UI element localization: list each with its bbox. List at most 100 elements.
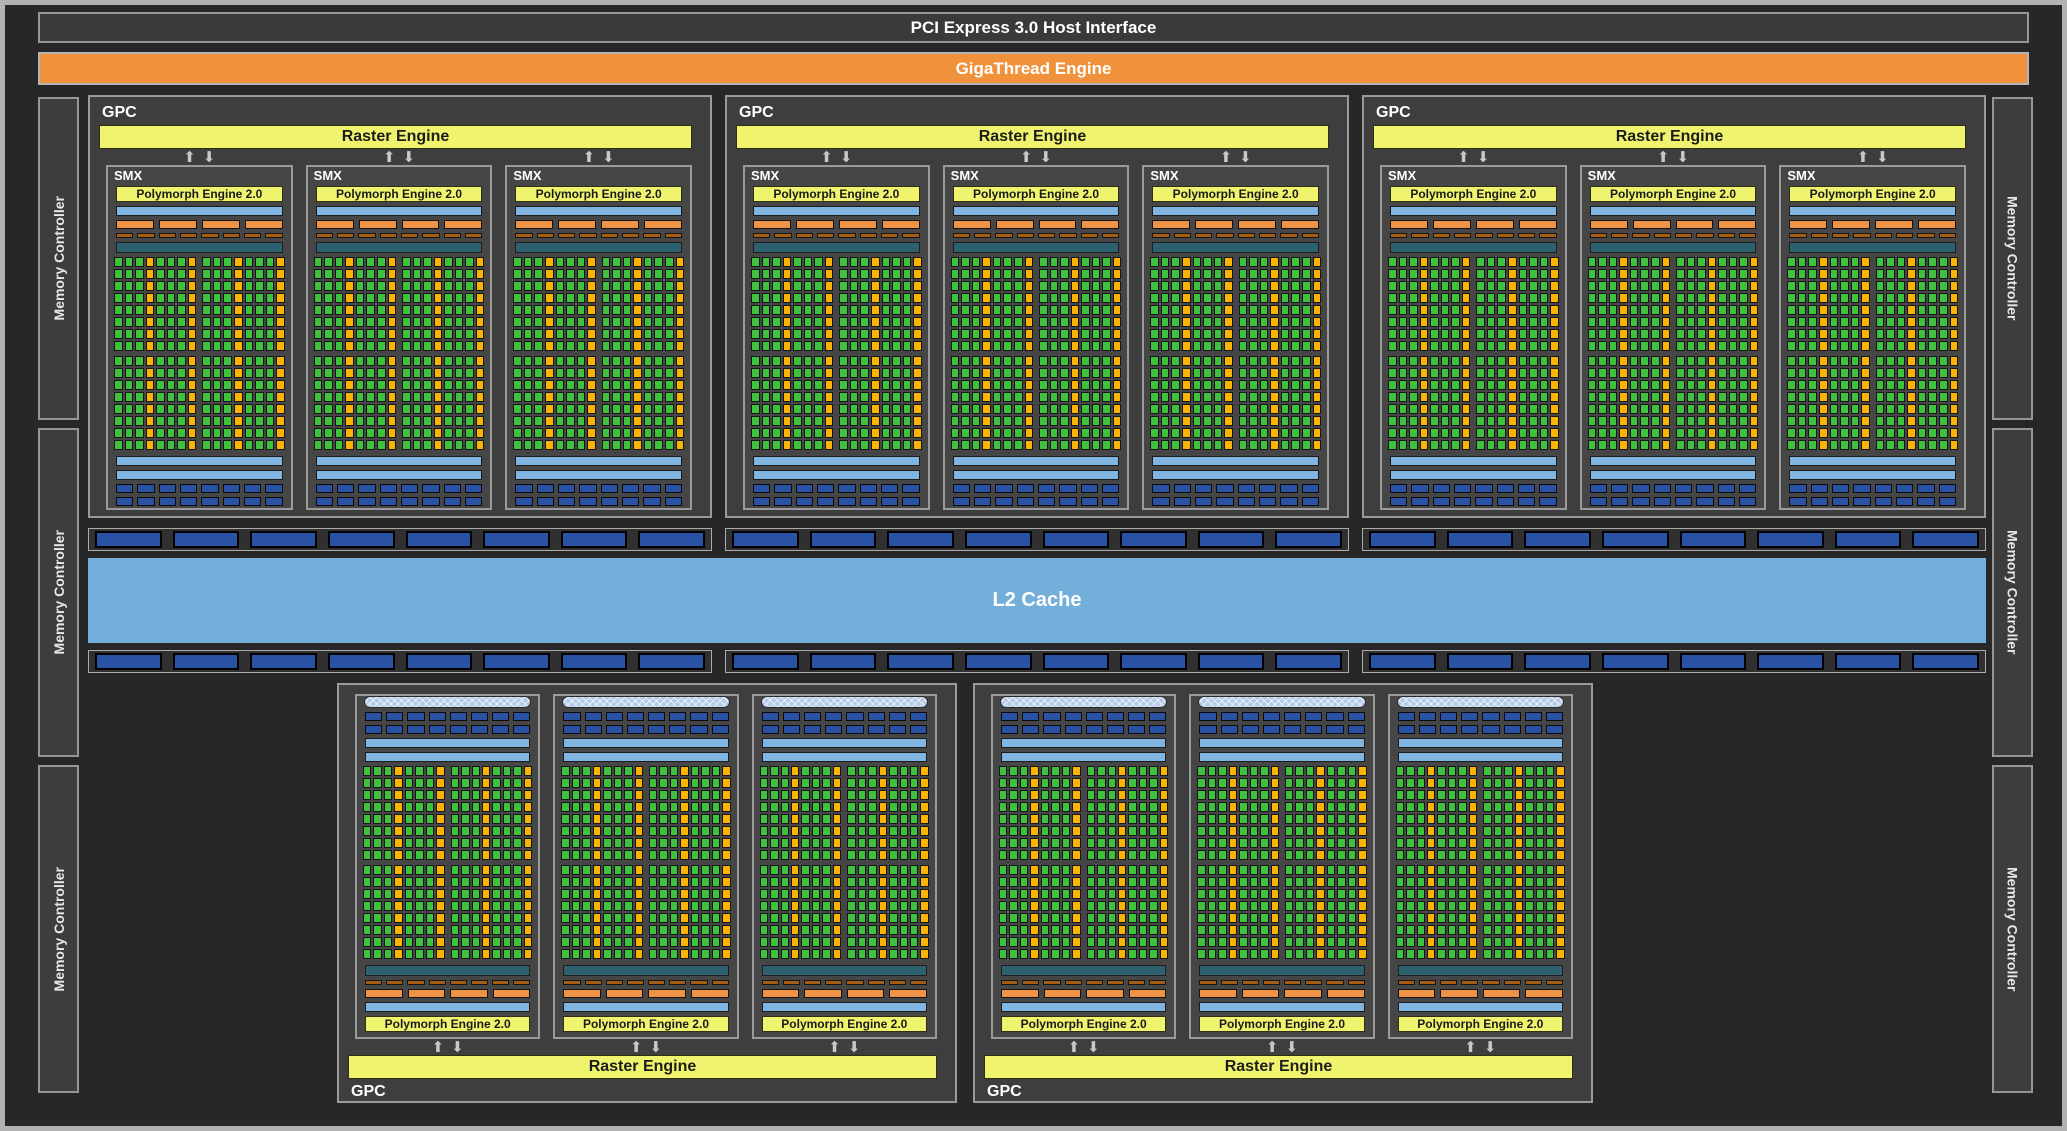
cuda-core [324, 269, 333, 279]
cuda-core [1128, 937, 1137, 947]
memory-partition-segment [1601, 653, 1669, 670]
dispatch-unit-segment [1173, 233, 1191, 238]
special-unit-core [145, 281, 155, 291]
cuda-core [772, 317, 781, 327]
cuda-core [772, 257, 781, 267]
cuda-core [1928, 356, 1937, 366]
cuda-core [1249, 802, 1259, 812]
special-unit-core [276, 416, 285, 426]
load-store-texture-segment [1326, 725, 1344, 734]
cuda-core [1302, 281, 1311, 291]
dispatch-unit-segment [1237, 233, 1255, 238]
cuda-core [1535, 925, 1544, 935]
cuda-core [1049, 281, 1059, 291]
cuda-core [1197, 790, 1206, 800]
cuda-core [1097, 826, 1106, 836]
special-unit-core [1419, 392, 1429, 402]
load-store-texture-segment [1482, 712, 1500, 721]
special-unit-core [680, 865, 689, 875]
warp-scheduler-segment [558, 220, 597, 229]
cuda-core [669, 865, 679, 875]
cuda-core [1840, 257, 1849, 267]
warp-scheduler-segment [1397, 989, 1436, 998]
cuda-core [1458, 865, 1467, 875]
core-grid-row [1395, 826, 1565, 836]
core-grid-row [759, 778, 929, 788]
cuda-core [613, 778, 623, 788]
special-unit-core [1117, 838, 1127, 848]
cuda-core [1326, 790, 1336, 800]
cuda-core [1003, 293, 1012, 303]
special-unit-core [1861, 257, 1870, 267]
core-grid-row [999, 826, 1169, 836]
core-grid-row [513, 341, 685, 351]
cuda-core [603, 826, 612, 836]
cuda-core [612, 392, 621, 402]
arrow-pair: ⬆⬇ [1142, 149, 1329, 165]
cuda-core [648, 778, 658, 788]
cuda-core [454, 269, 464, 279]
register-file-bar [315, 242, 483, 253]
cache-bar [1397, 1002, 1563, 1012]
cuda-core [1249, 380, 1258, 390]
cuda-core [1395, 838, 1405, 848]
cuda-core [114, 368, 123, 378]
special-unit-core [1312, 416, 1322, 426]
cuda-core [860, 392, 870, 402]
cuda-core [1302, 257, 1311, 267]
warp-scheduler-segment [691, 989, 729, 998]
cache-bar [952, 206, 1120, 216]
cuda-core [582, 838, 591, 848]
load-store-texture-segment [1241, 725, 1259, 734]
core-grid-row [950, 356, 1122, 366]
cuda-core [1650, 341, 1660, 351]
cuda-core [1013, 293, 1023, 303]
cuda-core [355, 392, 365, 402]
special-unit-core [1427, 802, 1436, 812]
cuda-core [566, 368, 575, 378]
cuda-core [1040, 901, 1050, 911]
dispatch-unit-row [1001, 980, 1167, 985]
special-unit-core [1117, 877, 1127, 887]
cuda-core [124, 368, 134, 378]
special-unit-core [145, 416, 155, 426]
cuda-core [1398, 293, 1408, 303]
cuda-core [770, 790, 779, 800]
special-unit-core [1072, 925, 1081, 935]
cuda-core [1003, 428, 1012, 438]
cuda-core [223, 380, 233, 390]
cuda-core [648, 802, 658, 812]
special-unit-core [592, 937, 602, 947]
dispatch-unit-segment [795, 233, 813, 238]
cuda-core [324, 257, 333, 267]
cuda-core [461, 877, 470, 887]
cuda-core [1430, 368, 1439, 378]
load-store-texture-segment [664, 484, 682, 493]
cuda-core [1409, 356, 1418, 366]
load-store-texture-segment [386, 725, 404, 734]
special-unit-core [234, 341, 243, 351]
cuda-core [135, 428, 144, 438]
special-unit-core [824, 392, 834, 402]
special-unit-core [832, 913, 842, 923]
cuda-core [1939, 416, 1948, 426]
cuda-core [814, 440, 823, 450]
dispatch-unit-row [315, 233, 483, 238]
cuda-core [1097, 937, 1106, 947]
cuda-core [659, 925, 668, 935]
cuda-core [793, 440, 802, 450]
cuda-core [1086, 790, 1096, 800]
core-grid-row [751, 392, 922, 402]
load-store-texture-segment [782, 712, 800, 721]
cuda-core [1525, 850, 1534, 860]
cuda-core [1917, 317, 1927, 327]
cuda-core [992, 329, 1002, 339]
register-file-bar [952, 242, 1120, 253]
memory-partition-segment [327, 653, 395, 670]
cuda-core [383, 778, 393, 788]
cuda-core [1440, 416, 1450, 426]
cuda-core [513, 850, 522, 860]
cuda-core [513, 826, 522, 836]
load-store-texture-segment [1475, 484, 1493, 493]
core-grid-row [561, 838, 731, 848]
